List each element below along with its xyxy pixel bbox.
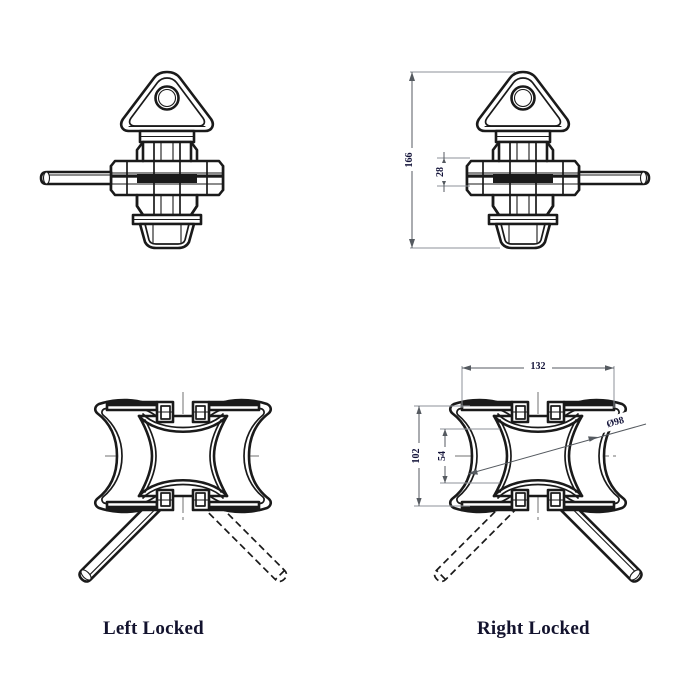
view-top-right-elevation: 166 28	[404, 70, 651, 250]
dimension-102: 102	[411, 405, 470, 507]
caption-left-locked: Left Locked	[103, 618, 204, 639]
view-bottom-right-plan: 132 102 54 Ø98	[411, 359, 647, 586]
dimension-28: 28	[435, 152, 470, 192]
dimension-54: 54	[437, 428, 500, 484]
caption-right-locked: Right Locked	[477, 618, 590, 639]
dimension-132: 132	[461, 359, 615, 408]
dimension-label-54: 54	[437, 451, 448, 461]
dimension-label-132: 132	[531, 361, 546, 372]
view-bottom-left-plan	[75, 392, 290, 586]
dimension-diameter-98: Ø98	[467, 410, 647, 475]
dimension-label-28: 28	[435, 167, 446, 177]
dimension-label-d98: Ø98	[605, 415, 625, 430]
dimension-166: 166	[404, 71, 515, 249]
dimension-label-166: 166	[404, 153, 415, 168]
dimension-label-102: 102	[411, 449, 422, 464]
